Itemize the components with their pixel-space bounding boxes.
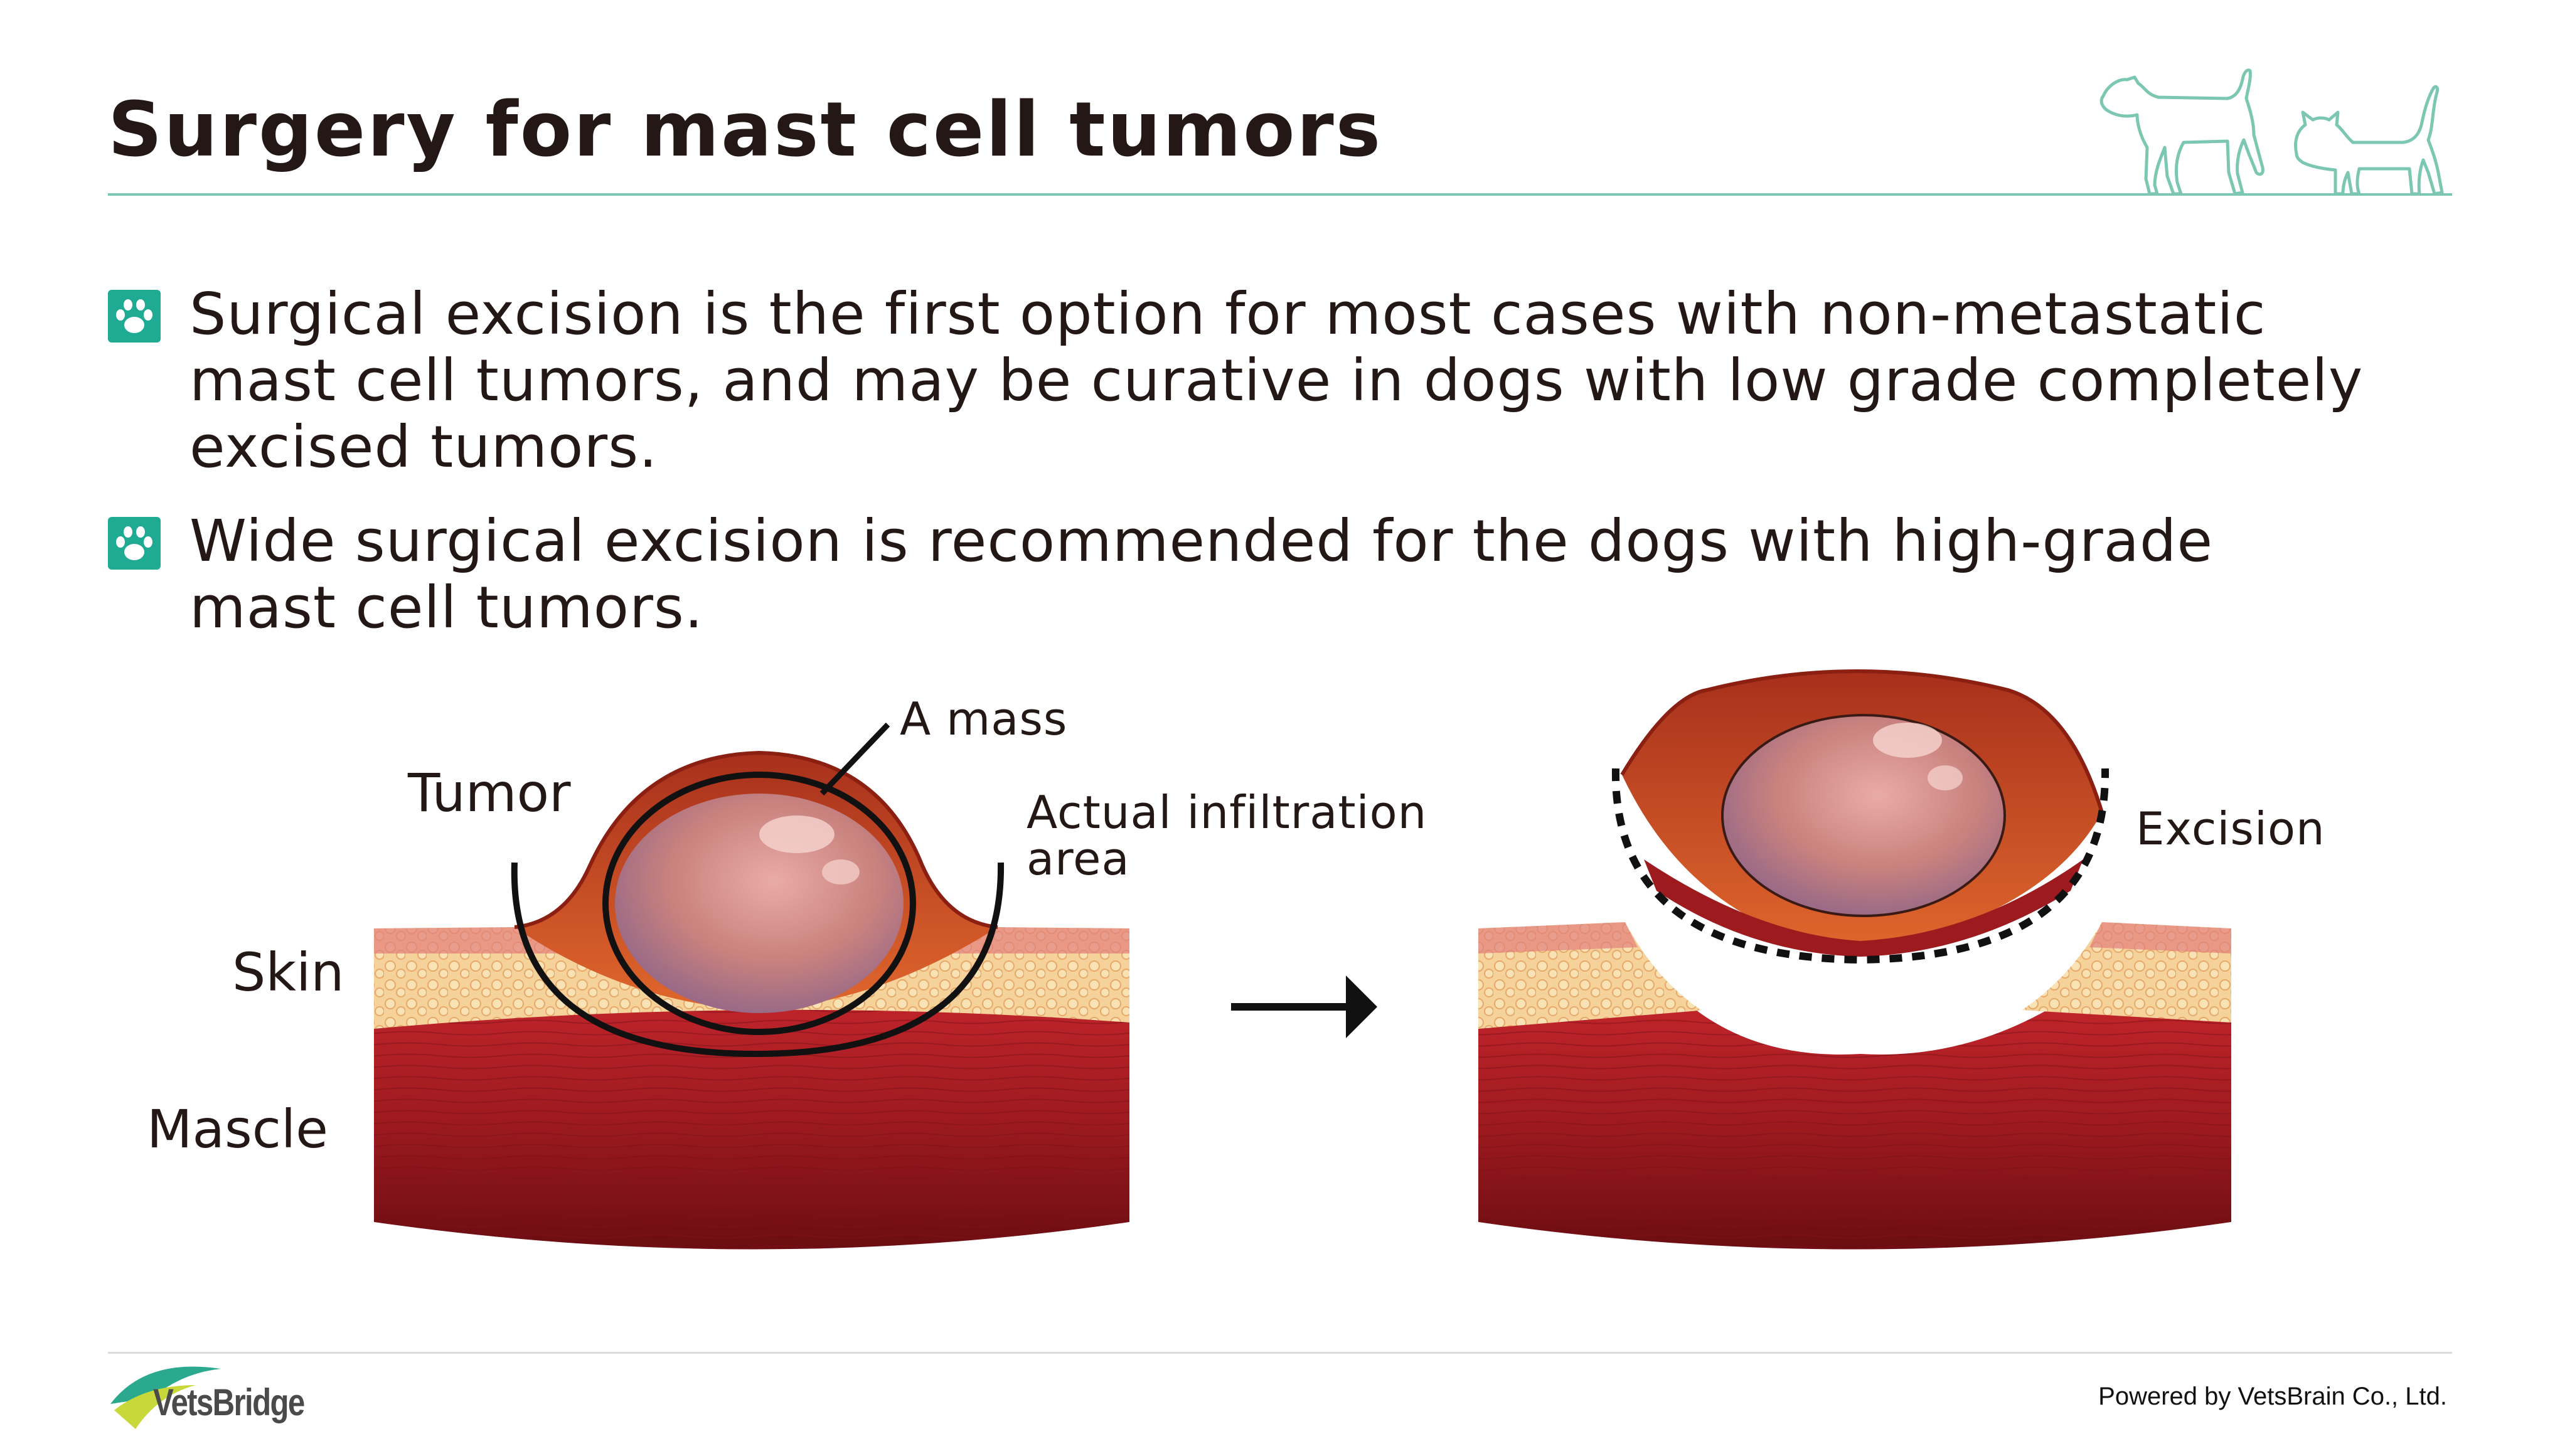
powered-by-text: Powered by VetsBrain Co., Ltd. (2098, 1383, 2447, 1410)
mass-label: A mass (900, 693, 1068, 745)
muscle-label: Mascle (147, 1098, 328, 1160)
infiltration-label-line: area (1027, 832, 1130, 885)
dog-and-cat-icon (2099, 68, 2444, 196)
paw-icon (108, 290, 161, 343)
tumor-label: Tumor (408, 762, 571, 824)
infiltration-area-label: Actual infiltration area (1027, 789, 1427, 882)
tumor-mass (615, 794, 904, 1013)
bullet-text: Wide surgical excision is recommended fo… (189, 508, 2213, 641)
excision-label: Excision (2136, 802, 2325, 855)
mass-leader-line (819, 722, 890, 796)
bullet-item: Wide surgical excision is recommended fo… (108, 508, 2213, 641)
skin-label: Skin (232, 942, 344, 1003)
before-diagram (374, 722, 1129, 1250)
paw-icon (108, 517, 161, 570)
tumor-mass (1722, 715, 2005, 916)
footer-divider (108, 1352, 2452, 1354)
slide-title: Surgery for mast cell tumors (108, 87, 1383, 174)
logo-text: VetsBridge (153, 1381, 305, 1423)
bullet-line: mast cell tumors, and may be curative in… (189, 347, 2364, 414)
arrow-right-icon (1231, 975, 1377, 1038)
bullet-text: Surgical excision is the first option fo… (189, 281, 2363, 481)
bullet-line: Surgical excision is the first option fo… (189, 280, 2266, 348)
title-divider (108, 193, 2452, 196)
bullet-line: mast cell tumors. (189, 574, 704, 641)
bullet-line: excised tumors. (189, 413, 658, 481)
bullet-item: Surgical excision is the first option fo… (108, 281, 2363, 481)
mass-outline (602, 772, 916, 1035)
after-diagram (1478, 669, 2231, 1250)
vetsbridge-logo-icon (110, 1366, 221, 1429)
bullet-line: Wide surgical excision is recommended fo… (189, 507, 2214, 575)
infiltration-label-line: Actual infiltration (1027, 786, 1427, 839)
infiltration-area-outline (511, 862, 1005, 1058)
